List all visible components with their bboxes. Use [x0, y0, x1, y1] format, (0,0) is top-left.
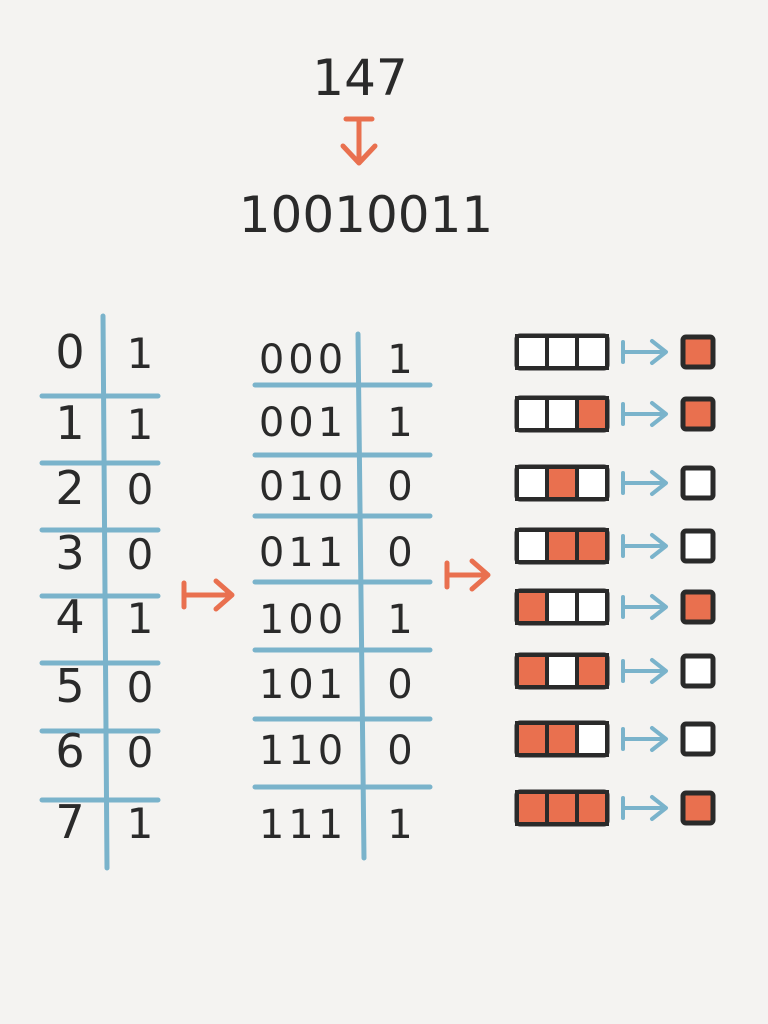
output-cell-off: [680, 528, 716, 564]
row-bit: 1: [127, 400, 154, 449]
right-arrow-icon: [621, 658, 668, 684]
filled-cell: [515, 790, 549, 826]
cell-rule-row: [514, 464, 716, 502]
empty-cell: [515, 528, 549, 564]
row-bit: 0: [127, 728, 154, 777]
row-bit: 1: [387, 597, 412, 643]
filled-cell: [515, 721, 549, 757]
output-cell-on: [680, 790, 716, 826]
filled-cell: [545, 528, 579, 564]
filled-cell: [515, 589, 549, 625]
empty-cell: [575, 465, 609, 501]
row-bit: 1: [387, 802, 412, 848]
right-arrow-icon: [444, 558, 491, 592]
output-cell-on: [680, 334, 716, 370]
down-arrow-icon: [340, 116, 378, 166]
filled-cell: [575, 396, 609, 432]
filled-cell: [575, 528, 609, 564]
filled-cell: [575, 653, 609, 689]
table-divider: [100, 313, 110, 871]
right-arrow-icon: [181, 578, 235, 612]
row-index: 2: [55, 461, 84, 515]
right-arrow-icon: [621, 795, 668, 821]
output-cell-on: [680, 589, 716, 625]
right-arrow-icon: [621, 726, 668, 752]
output-cell-off: [680, 465, 716, 501]
row-bit: 1: [387, 400, 412, 446]
cell-rule-row: [514, 652, 716, 690]
row-index: 6: [55, 724, 84, 778]
conversion-header: 147 10010011: [239, 49, 494, 244]
row-bit: 0: [387, 728, 412, 774]
binary-number: 10010011: [239, 186, 494, 244]
row-index: 3: [55, 526, 84, 580]
filled-cell: [545, 465, 579, 501]
cell-rule-row: [514, 720, 716, 758]
row-bit: 0: [387, 464, 412, 510]
output-cell-off: [680, 721, 716, 757]
table-divider: [355, 331, 367, 861]
output-cell-on: [680, 396, 716, 432]
row-bit: 0: [127, 663, 154, 712]
empty-cell: [545, 396, 579, 432]
row-index: 4: [55, 590, 84, 644]
row-pattern: 010: [259, 464, 347, 510]
empty-cell: [545, 334, 579, 370]
row-bit: 0: [127, 530, 154, 579]
right-arrow-icon: [621, 533, 668, 559]
empty-cell: [545, 653, 579, 689]
empty-cell: [515, 396, 549, 432]
row-bit: 0: [127, 465, 154, 514]
empty-cell: [545, 589, 579, 625]
filled-cell: [545, 721, 579, 757]
row-pattern: 101: [259, 662, 347, 708]
empty-cell: [575, 721, 609, 757]
empty-cell: [575, 334, 609, 370]
cell-rule-row: [514, 527, 716, 565]
output-cell-off: [680, 653, 716, 689]
row-index: 7: [55, 795, 84, 849]
filled-cell: [575, 790, 609, 826]
row-bit: 0: [387, 662, 412, 708]
row-pattern: 000: [259, 337, 347, 383]
row-pattern: 011: [259, 530, 347, 576]
cell-rule-row: [514, 395, 716, 433]
filled-cell: [545, 790, 579, 826]
row-bit: 1: [387, 337, 412, 383]
right-arrow-icon: [621, 594, 668, 620]
row-bit: 0: [387, 530, 412, 576]
row-bit: 1: [127, 329, 154, 378]
empty-cell: [515, 334, 549, 370]
right-arrow-icon: [621, 470, 668, 496]
row-pattern: 001: [259, 400, 347, 446]
cell-rule-row: [514, 588, 716, 626]
row-index: 0: [55, 325, 84, 379]
cell-rule-row: [514, 333, 716, 371]
right-arrow-icon: [621, 401, 668, 427]
right-arrow-icon: [621, 339, 668, 365]
decimal-number: 147: [312, 49, 407, 107]
row-bit: 1: [127, 594, 154, 643]
row-pattern: 110: [259, 728, 347, 774]
empty-cell: [575, 589, 609, 625]
row-index: 1: [55, 396, 84, 450]
row-index: 5: [55, 659, 84, 713]
row-bit: 1: [127, 799, 154, 848]
row-pattern: 111: [259, 802, 347, 848]
cell-rule-row: [514, 789, 716, 827]
row-pattern: 100: [259, 597, 347, 643]
filled-cell: [515, 653, 549, 689]
cell-rule-panel: [514, 333, 716, 827]
empty-cell: [515, 465, 549, 501]
